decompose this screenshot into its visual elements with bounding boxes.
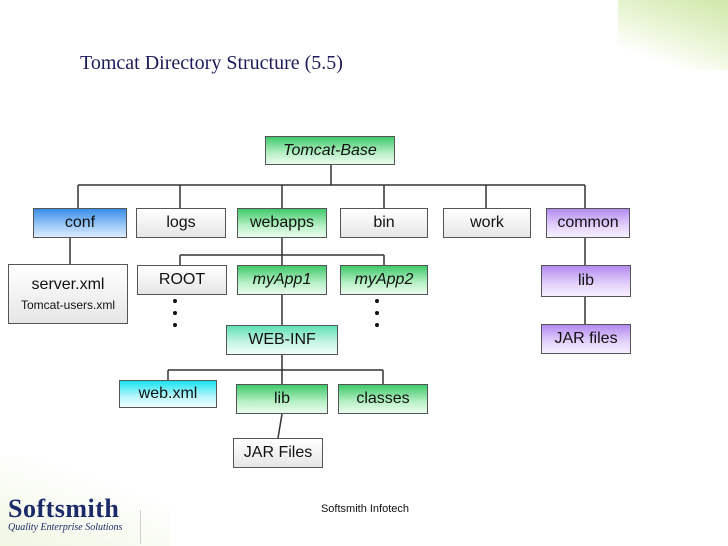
- decorative-corner-bottom-left: [0, 456, 170, 546]
- server-xml-label: server.xml: [31, 276, 105, 293]
- node-myapp2: myApp2: [340, 265, 428, 295]
- node-common: common: [546, 208, 630, 238]
- node-server-xml: server.xml Tomcat-users.xml: [8, 264, 128, 324]
- node-conf: conf: [33, 208, 127, 238]
- footer-text: Softsmith Infotech: [320, 503, 410, 515]
- ellipsis-root: [173, 299, 179, 335]
- tomcat-users-xml-label: Tomcat-users.xml: [20, 298, 115, 312]
- node-web-inf: WEB-INF: [226, 325, 338, 355]
- node-web-xml: web.xml: [119, 380, 217, 408]
- softsmith-logo: Softsmith Quality Enterprise Solutions: [8, 494, 122, 533]
- node-common-jar-files: JAR files: [541, 324, 631, 354]
- logo-name: Softsmith: [8, 494, 120, 523]
- slide-title: Tomcat Directory Structure (5.5): [80, 52, 343, 74]
- node-webapps: webapps: [237, 208, 327, 238]
- node-classes: classes: [338, 384, 428, 414]
- node-work: work: [443, 208, 531, 238]
- node-common-lib: lib: [541, 265, 631, 297]
- decorative-corner-top-right: [618, 0, 728, 70]
- logo-divider: [140, 510, 141, 544]
- ellipsis-myapp2: [375, 299, 381, 335]
- node-tomcat-base: Tomcat-Base: [265, 136, 395, 165]
- logo-tagline: Quality Enterprise Solutions: [8, 522, 123, 533]
- node-logs: logs: [136, 208, 226, 238]
- node-root: ROOT: [137, 265, 227, 295]
- node-myapp1: myApp1: [237, 265, 327, 295]
- node-jar-files: JAR Files: [233, 438, 323, 468]
- node-web-inf-lib: lib: [236, 384, 328, 414]
- node-bin: bin: [340, 208, 428, 238]
